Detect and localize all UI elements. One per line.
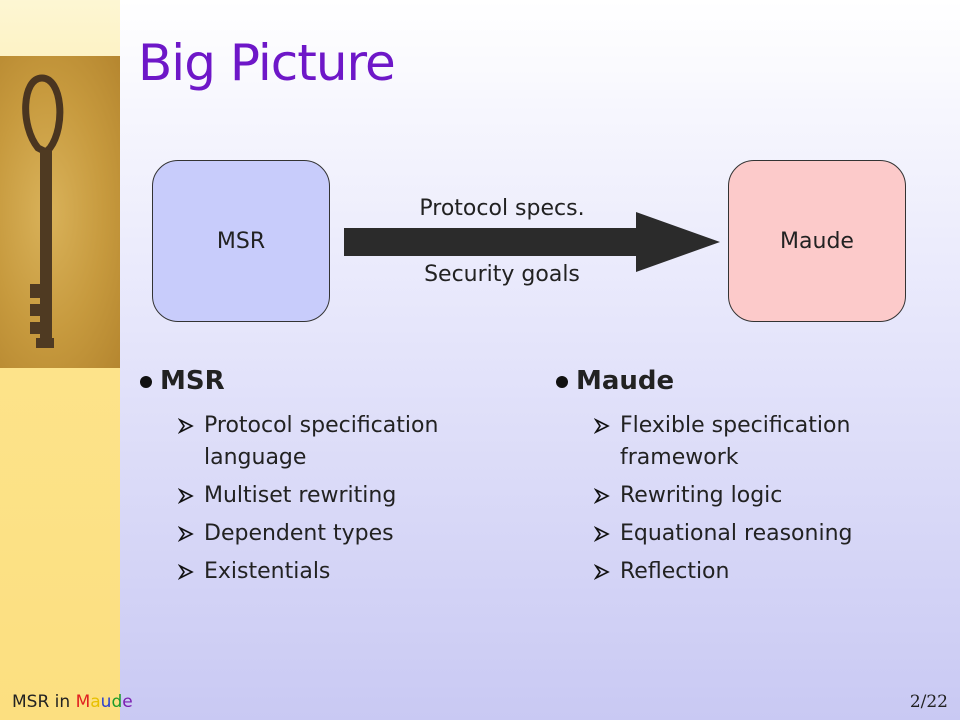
msr-column-heading: MSR <box>160 366 225 396</box>
sidebar <box>0 0 120 720</box>
arrow-label-top: Protocol specs. <box>419 196 585 221</box>
bullet-icon <box>556 376 568 388</box>
arrowhead-bullet-icon <box>178 418 194 434</box>
list-item-text: Reflection <box>620 559 730 584</box>
maude-column: Maude Flexible specification framework R… <box>556 366 916 594</box>
msr-feature-list: Protocol specification language Multiset… <box>140 410 500 588</box>
list-item: Multiset rewriting <box>140 480 500 512</box>
arrowhead-bullet-icon <box>594 418 610 434</box>
maude-box: Maude <box>728 160 906 322</box>
footer-brand-letter: d <box>111 692 123 712</box>
list-item: Equational reasoning <box>556 518 916 550</box>
footer-brand-letter: M <box>75 692 91 712</box>
key-photo-image <box>0 56 120 368</box>
msr-box: MSR <box>152 160 330 322</box>
list-item-text: Existentials <box>204 559 331 584</box>
key-icon <box>22 74 64 348</box>
list-item: Dependent types <box>140 518 500 550</box>
list-item-text: Protocol specification language <box>204 413 439 470</box>
list-item-text: Rewriting logic <box>620 483 783 508</box>
list-item: Protocol specification language <box>140 410 500 474</box>
footer-brand-letter: u <box>100 692 112 712</box>
maude-feature-list: Flexible specification framework Rewriti… <box>556 410 916 588</box>
footer-title: MSR in Maude <box>12 692 133 712</box>
arrowhead-bullet-icon <box>178 526 194 542</box>
arrowhead-bullet-icon <box>178 564 194 580</box>
maude-box-label: Maude <box>780 228 854 254</box>
footer-brand-letter: a <box>90 692 101 712</box>
list-item: Rewriting logic <box>556 480 916 512</box>
list-item-text: Equational reasoning <box>620 521 853 546</box>
msr-column-header: MSR <box>140 366 500 404</box>
maude-column-header: Maude <box>556 366 916 404</box>
arrowhead-bullet-icon <box>594 526 610 542</box>
slide-title: Big Picture <box>138 34 396 92</box>
bullet-icon <box>140 376 152 388</box>
translation-arrow-icon <box>344 212 720 272</box>
list-item: Reflection <box>556 556 916 588</box>
maude-column-heading: Maude <box>576 366 675 396</box>
list-item: Existentials <box>140 556 500 588</box>
msr-column: MSR Protocol specification language Mult… <box>140 366 500 594</box>
msr-box-label: MSR <box>216 228 266 254</box>
list-item-text: Multiset rewriting <box>204 483 397 508</box>
page-number: 2/22 <box>909 692 948 712</box>
arrowhead-bullet-icon <box>594 488 610 504</box>
arrowhead-bullet-icon <box>594 564 610 580</box>
footer-prefix: MSR in <box>12 692 76 712</box>
list-item-text: Flexible specification framework <box>620 413 851 470</box>
footer-brand-letter: e <box>122 692 133 712</box>
list-item-text: Dependent types <box>204 521 394 546</box>
arrow-label-bottom: Security goals <box>424 262 580 287</box>
list-item: Flexible specification framework <box>556 410 916 474</box>
arrowhead-bullet-icon <box>178 488 194 504</box>
